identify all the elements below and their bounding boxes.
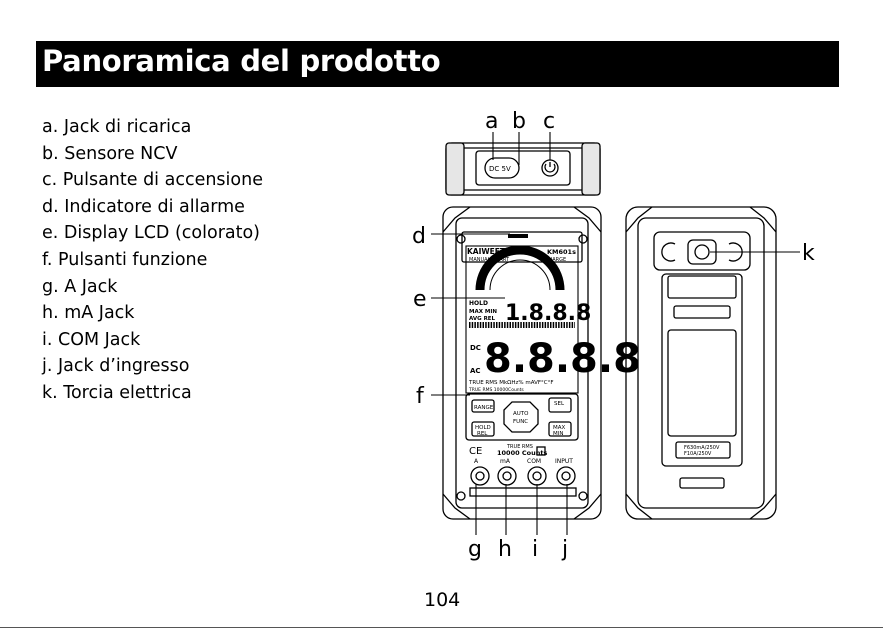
jack-ma-label: mA	[500, 458, 511, 465]
callout-a: a	[485, 109, 498, 134]
ce-mark: CE	[469, 446, 482, 457]
list-item: g. A Jack	[42, 276, 118, 297]
callout-j: j	[561, 537, 568, 562]
device-front-view	[442, 206, 602, 520]
jack-a-label: A	[474, 458, 479, 465]
list-item: c. Pulsante di accensione	[42, 170, 263, 191]
range-button[interactable]: RANGE	[474, 405, 494, 411]
lcd-true-rms-line: TRUE RMS MkΩHz% mAVF°C°F	[468, 380, 554, 386]
lcd-small-digits: 1.8.8.8	[505, 301, 591, 326]
hold-button[interactable]: HOLD	[475, 425, 491, 431]
lcd-ac-label: AC	[470, 367, 481, 375]
list-item: e. Display LCD (colorato)	[42, 223, 261, 244]
auto-label: AUTO	[513, 411, 529, 417]
device-top-view	[445, 142, 601, 196]
sel-button[interactable]: SEL	[554, 401, 565, 407]
lcd-avgrel-label: AVG REL	[469, 316, 496, 322]
callout-c: c	[543, 109, 555, 134]
func-button[interactable]: FUNC	[513, 419, 528, 425]
fuse-1-label: F630mA/250V	[684, 445, 720, 451]
list-item: f. Pulsanti funzione	[42, 249, 208, 270]
callout-f: f	[416, 384, 425, 409]
alarm-indicator	[508, 234, 528, 238]
callout-e: e	[413, 287, 427, 312]
top-jack-label: DC 5V	[489, 165, 511, 173]
list-item: j. Jack d’ingresso	[42, 356, 190, 377]
lcd-counts-line: TRUE RMS 10000Counts	[468, 387, 524, 393]
fuse-2-label: F10A/250V	[684, 451, 712, 457]
title-bar	[36, 41, 839, 87]
jack-com-label: COM	[527, 458, 541, 465]
list-item: h. mA Jack	[42, 303, 135, 324]
callout-b: b	[512, 109, 526, 134]
device-back-view	[625, 206, 777, 520]
charging-jack-icon	[484, 157, 520, 179]
flashlight-icon	[694, 244, 710, 260]
panel-counts: 10000 Counts	[497, 449, 547, 457]
callout-k: k	[802, 241, 815, 266]
list-item: b. Sensore NCV	[42, 143, 178, 164]
lcd-hold-label: HOLD	[469, 300, 488, 307]
lcd-dc-label: DC	[470, 344, 481, 352]
parts-list: a. Jack di ricarica b. Sensore NCV c. Pu…	[42, 114, 263, 407]
jack-input-label: INPUT	[555, 458, 573, 465]
list-item: k. Torcia elettrica	[42, 382, 192, 403]
callout-g: g	[468, 537, 482, 562]
list-item: d. Indicatore di allarme	[42, 196, 245, 217]
callout-i: i	[532, 537, 538, 562]
list-item: a. Jack di ricarica	[42, 117, 192, 137]
min-button-label: MIN	[553, 431, 563, 437]
page-number: 104	[424, 589, 461, 611]
rel-button-label: REL	[477, 431, 488, 437]
lcd-manual-label: MANUAL SMART	[469, 257, 510, 263]
callout-h: h	[498, 537, 512, 562]
lcd-big-digits: 8.8.8.8	[484, 336, 641, 382]
max-button[interactable]: MAX	[553, 425, 566, 431]
lcd-charge-label: CHARGE	[545, 257, 566, 263]
lcd-maxmin-label: MAX MIN	[469, 309, 497, 315]
brand-label: KAIWEETS	[467, 247, 510, 256]
callout-lines	[431, 132, 800, 535]
callout-d: d	[412, 224, 426, 249]
page-title: Panoramica del prodotto	[42, 44, 441, 78]
model-label: KM601s	[547, 248, 576, 256]
bottom-rule	[0, 627, 883, 628]
panel-true-rms: TRUE RMS	[506, 444, 533, 450]
list-item: i. COM Jack	[42, 329, 141, 350]
